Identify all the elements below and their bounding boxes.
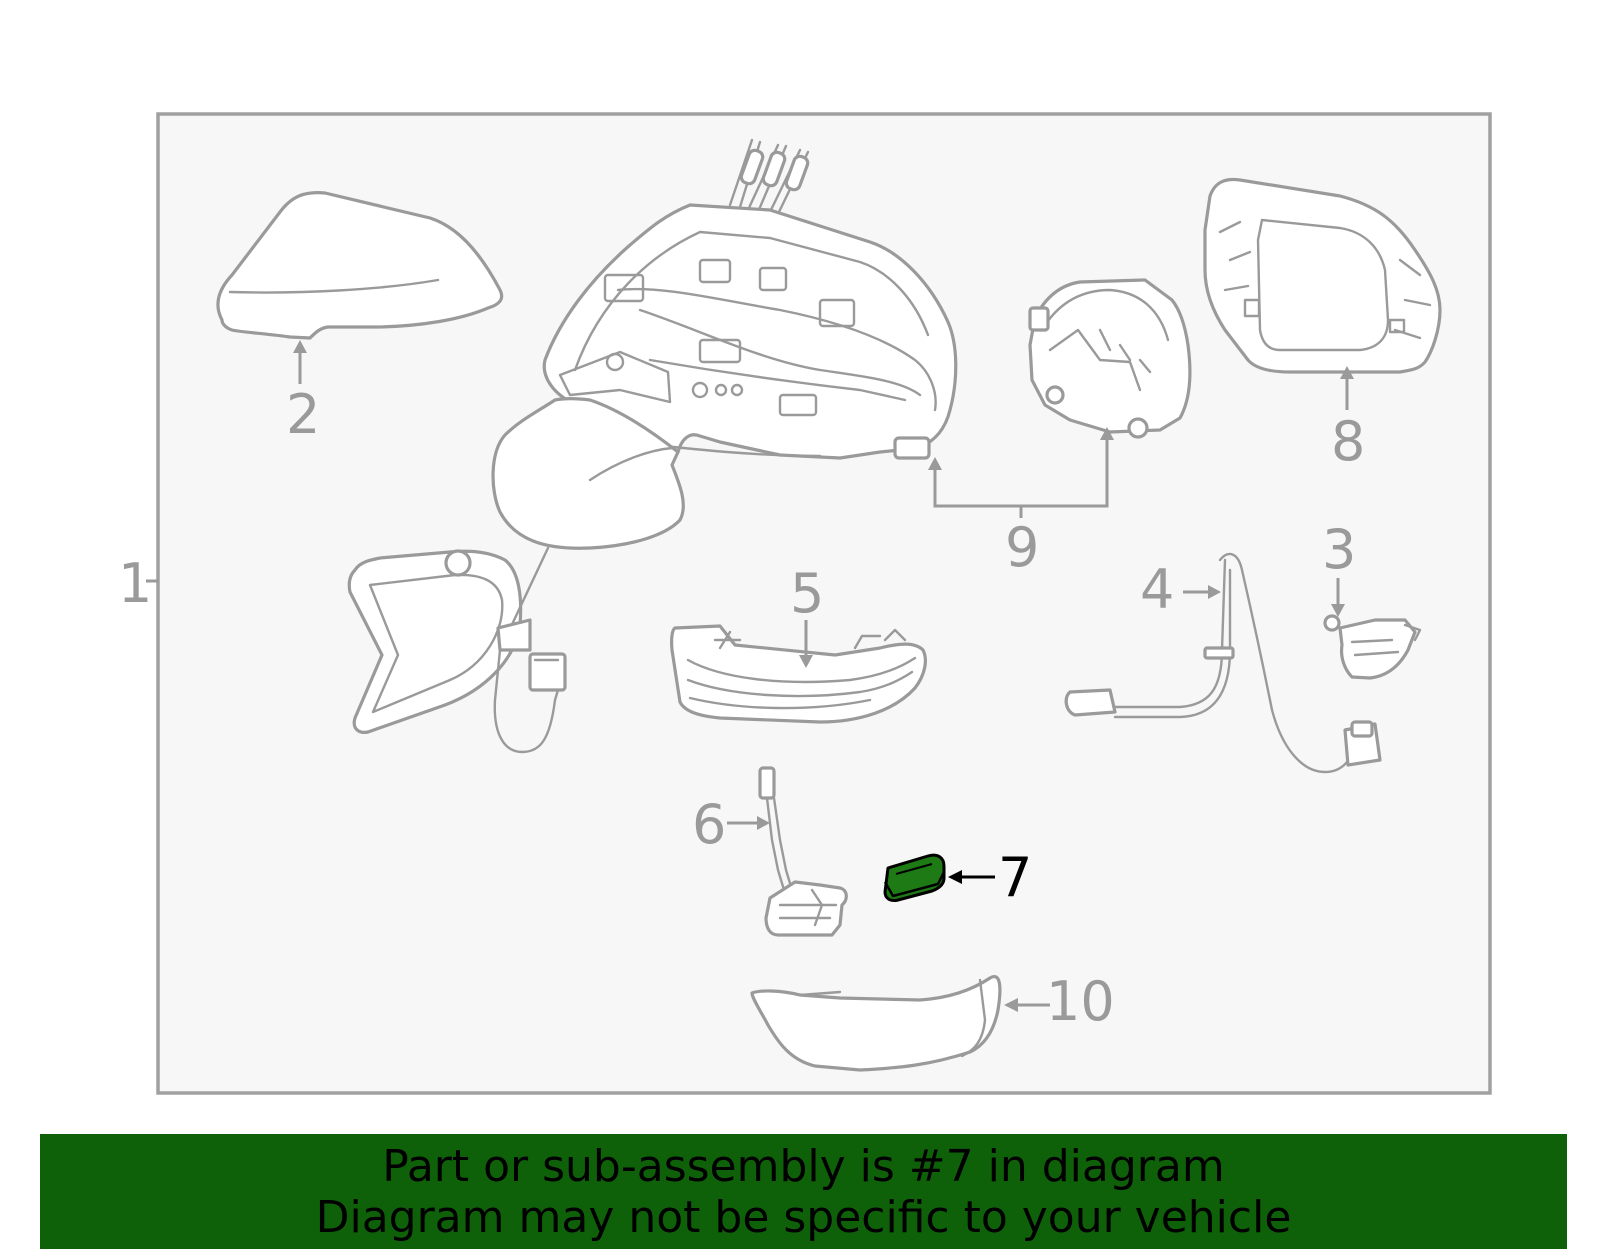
callout-5: 5	[790, 562, 824, 625]
parts-diagram: 1 2 3 4 5 6 7 8 9 10	[118, 112, 1492, 1095]
part-10-lower-cover	[750, 975, 1002, 1072]
callout-2: 2	[286, 383, 320, 446]
part-3-sensor	[1323, 614, 1422, 680]
part-8-mirror-holder	[1203, 177, 1442, 374]
part-9-actuator	[1028, 278, 1192, 439]
part-2-mirror-cover	[216, 190, 504, 340]
callout-9: 9	[1005, 516, 1039, 579]
callout-1: 1	[118, 552, 152, 615]
part-5-turn-signal	[670, 624, 927, 724]
info-banner: Part or sub-assembly is #7 in diagram Di…	[40, 1134, 1567, 1249]
banner-disclaimer: Diagram may not be specific to your vehi…	[315, 1191, 1292, 1243]
banner-part-info: Part or sub-assembly is #7 in diagram	[382, 1140, 1225, 1192]
callout-6: 6	[692, 793, 726, 856]
callout-leaders	[146, 340, 1354, 1012]
callout-7-highlighted: 7	[998, 846, 1032, 909]
callout-10: 10	[1046, 970, 1115, 1033]
callout-4: 4	[1140, 558, 1174, 621]
callout-3: 3	[1322, 518, 1356, 581]
part-4-harness	[1064, 552, 1382, 774]
callout-8: 8	[1331, 410, 1365, 473]
part-1-mirror-assembly	[347, 138, 958, 754]
part-6-camera	[758, 766, 848, 937]
part-7-lamp-highlighted	[883, 853, 946, 902]
